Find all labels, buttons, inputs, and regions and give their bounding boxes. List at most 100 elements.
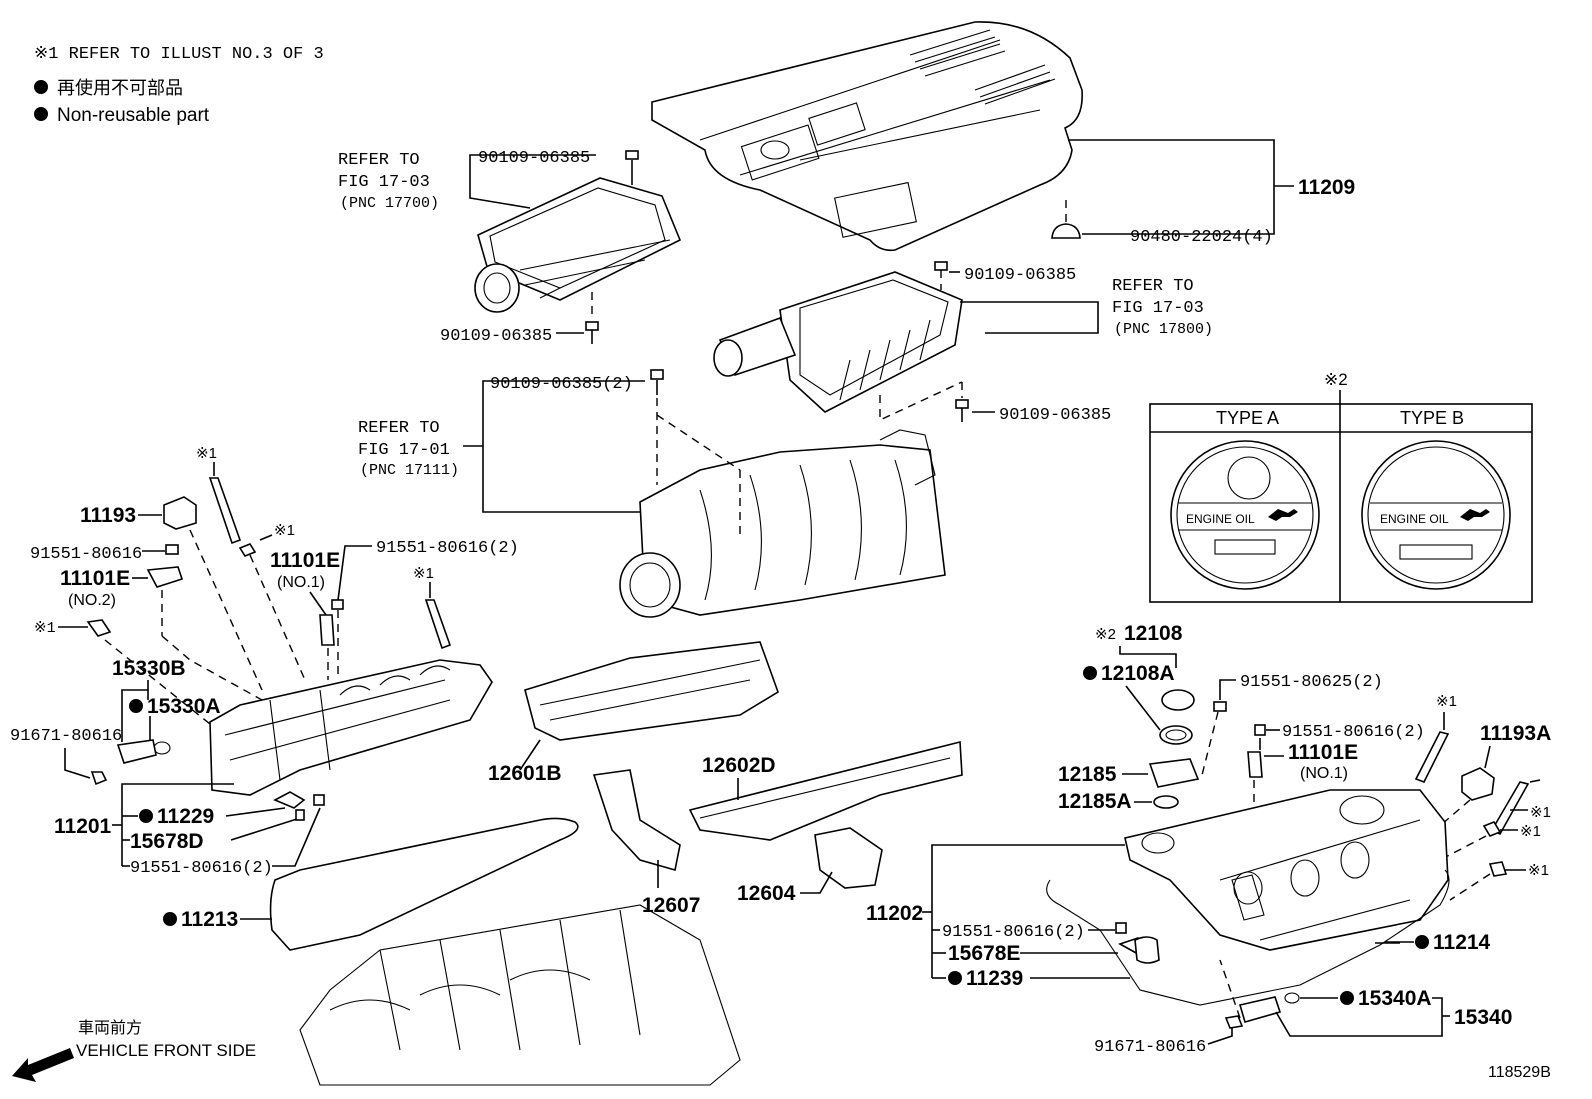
part-11229: 11229: [157, 805, 214, 828]
cam-sensor-mid-drawing: [319, 614, 335, 646]
star-note: ※1: [274, 522, 295, 539]
part-11193: 11193: [80, 504, 136, 527]
part-15330a: 15330A: [147, 695, 221, 718]
part-90109-06385-d: 90109-06385: [999, 406, 1111, 425]
part-91551-80616-2-top: 91551-80616(2): [376, 539, 519, 558]
part-91671-80616-left: 91671-80616: [10, 727, 122, 746]
inset-mark: ※2: [1324, 370, 1348, 389]
part-12602d: 12602D: [702, 754, 776, 777]
ref-b-line1: REFER TO: [1112, 277, 1194, 296]
ref-a-line2: FIG 17-03: [338, 173, 430, 192]
part-91551-80625-2: 91551-80625(2): [1240, 673, 1383, 692]
star-note: ※1: [1528, 862, 1549, 879]
direction-jp: 車両前方: [78, 1019, 142, 1037]
part-12108a: 12108A: [1101, 662, 1175, 685]
part-11101e-no1-right-sub: (NO.1): [1300, 765, 1348, 782]
nonreusable-dot-icon: [163, 912, 177, 926]
part-12108: 12108: [1124, 622, 1183, 645]
part-90109-06385-a: 90109-06385: [478, 149, 590, 168]
cam-sensor-left-drawing: [146, 566, 184, 588]
part-11193a: 11193A: [1480, 722, 1551, 745]
oil-cap-drawing: [1161, 689, 1195, 711]
insulator-12604-drawing: [814, 827, 883, 889]
oil-filler-cap-drawing: [163, 496, 197, 530]
part-11101e-no1-mid-sub: (NO.1): [277, 574, 325, 591]
figure-id: 118529B: [1488, 1064, 1551, 1081]
ref-b-line2: FIG 17-03: [1112, 299, 1204, 318]
stud-drawing: [208, 477, 242, 545]
part-15678d: 15678D: [130, 830, 204, 853]
part-91551-80616-2-left: 91551-80616(2): [130, 859, 273, 878]
nonreusable-dot-icon: [139, 809, 153, 823]
ref-c-line3: (PNC 17111): [360, 462, 459, 479]
nonreusable-dot-icon: [1415, 935, 1429, 949]
cylinder-head-drawing: [299, 904, 741, 1086]
part-90480-22024: 90480-22024(4): [1130, 228, 1273, 247]
filled-dot-icon: [34, 107, 48, 121]
insulator-12601b-drawing: [524, 641, 779, 741]
star-note: ※1: [413, 565, 434, 582]
nonreusable-dot-icon: [129, 699, 143, 713]
part-15340a: 15340A: [1358, 987, 1432, 1010]
star-note: ※1: [196, 445, 217, 462]
engine-oil-label-b: ENGINE OIL: [1380, 512, 1449, 526]
ocv-right-drawing: [1238, 996, 1282, 1023]
star-note: ※1: [1520, 823, 1541, 840]
ref-c-line1: REFER TO: [358, 419, 440, 438]
legend-refer-note: ※1 REFER TO ILLUST NO.3 OF 3: [34, 45, 324, 64]
engine-cover-drawing: [651, 21, 1083, 252]
legend-nonreusable-en: Non-reusable part: [57, 105, 210, 126]
cam-sensor-right-drawing: [1247, 751, 1263, 778]
grommet-drawing: [1051, 223, 1081, 239]
part-91551-80616-2-bottom: 91551-80616(2): [942, 923, 1085, 942]
part-91551-80616-2-right: 91551-80616(2): [1282, 723, 1425, 742]
intake-manifold-drawing: [619, 429, 946, 618]
part-11202: 11202: [866, 902, 923, 925]
intake-plenum-right-drawing: [713, 271, 963, 413]
type-a-label: TYPE A: [1216, 408, 1279, 428]
intake-plenum-left-drawing: [474, 177, 682, 313]
part-12604: 12604: [737, 882, 796, 905]
part-90109-06385-2: 90109-06385(2): [490, 375, 633, 394]
part-15330b: 15330B: [112, 657, 186, 680]
insulator-12602d-drawing: [688, 740, 963, 841]
legend-nonreusable-jp: 再使用不可部品: [57, 78, 183, 98]
part-12601b: 12601B: [488, 762, 562, 785]
part-90109-06385-b: 90109-06385: [440, 327, 552, 346]
part-11101e-no1-right: 11101E: [1288, 741, 1358, 764]
insulator-12607-drawing: [592, 769, 681, 872]
gasket-right-drawing: [1046, 869, 1450, 1006]
valve-cover-right-drawing: [1124, 789, 1449, 951]
part-11101e-no1-mid: 11101E: [270, 549, 340, 572]
oil-filler-neck-drawing: [1148, 758, 1200, 788]
part-11239: 11239: [966, 967, 1023, 990]
part-91671-80616-right: 91671-80616: [1094, 1038, 1206, 1057]
ref-a-line3: (PNC 17700): [340, 195, 439, 212]
ocv-left-drawing: [116, 739, 157, 764]
part-90109-06385-c: 90109-06385: [964, 266, 1076, 285]
nonreusable-dot-icon: [1083, 666, 1097, 680]
part-91551-80616: 91551-80616: [30, 545, 142, 564]
part-11101e-no2: 11101E: [60, 567, 130, 590]
ref-c-line2: FIG 17-01: [358, 441, 450, 460]
part-12607: 12607: [642, 894, 700, 917]
part-11209: 11209: [1298, 176, 1355, 199]
part-15678e: 15678E: [948, 942, 1020, 965]
valve-cover-left-drawing: [209, 659, 493, 796]
oil-cap-inset: ※2 TYPE A TYPE B ENGINE OIL ENGINE OIL: [1149, 370, 1533, 603]
gasket-left-drawing: [269, 817, 579, 951]
star-note: ※1: [34, 620, 56, 637]
star-note: ※1: [1530, 804, 1551, 821]
filled-dot-icon: [34, 80, 48, 94]
oil-can-icon: [1460, 509, 1490, 521]
nonreusable-dot-icon: [948, 971, 962, 985]
direction-en: VEHICLE FRONT SIDE: [76, 1041, 256, 1060]
part-11213: 11213: [181, 908, 238, 931]
part-11214: 11214: [1433, 931, 1491, 954]
part-11101e-no2-sub: (NO.2): [68, 592, 116, 609]
ref-b-line3: (PNC 17800): [1114, 321, 1213, 338]
part-12185a: 12185A: [1058, 790, 1132, 813]
ref-a-line1: REFER TO: [338, 151, 420, 170]
